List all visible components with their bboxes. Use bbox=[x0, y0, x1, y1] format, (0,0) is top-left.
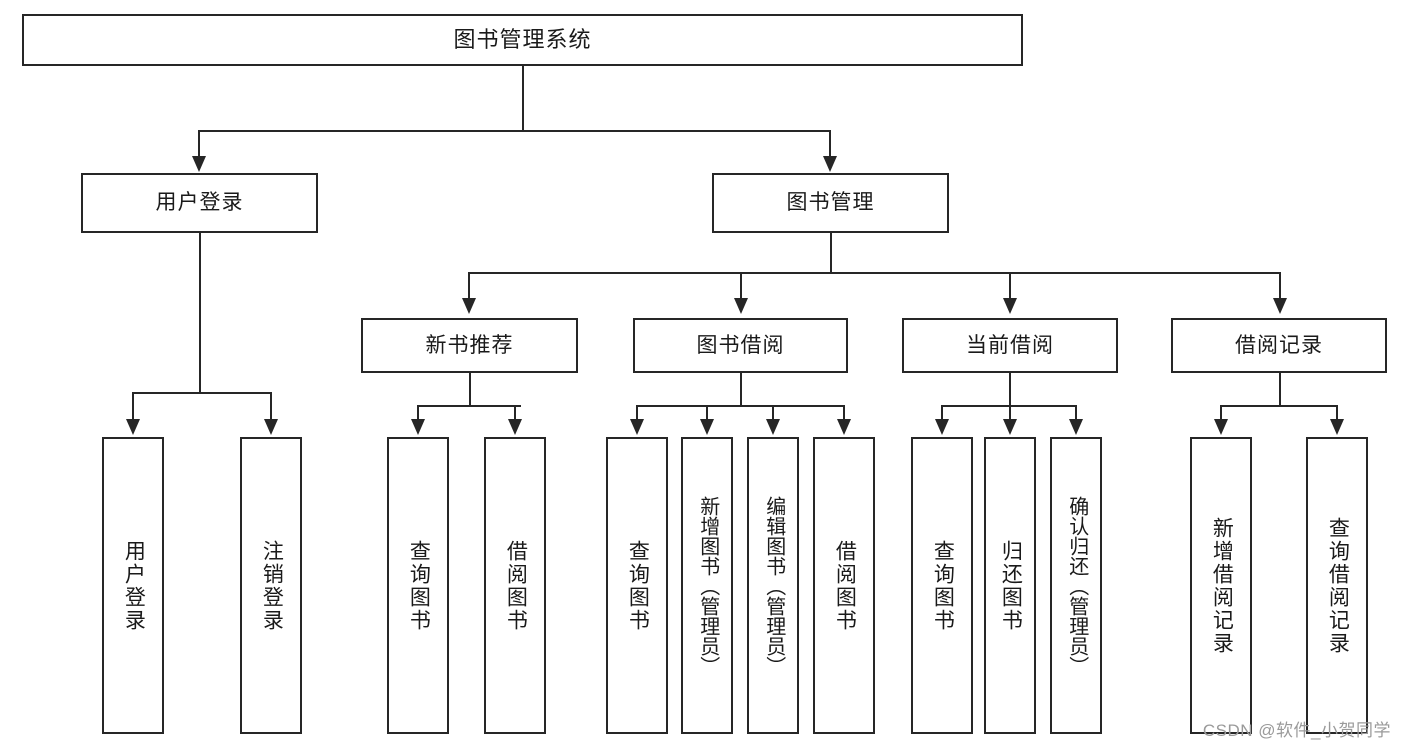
arrow-borrow-to-leaf4 bbox=[837, 419, 851, 435]
edge-recommend-trunk bbox=[469, 373, 471, 406]
node-book-management[interactable]: 图书管理 bbox=[712, 173, 949, 233]
node-new-book-recommend[interactable]: 新书推荐 bbox=[361, 318, 578, 373]
edge-recommend-to-leaf1 bbox=[417, 405, 419, 421]
edge-record-to-leaf2 bbox=[1336, 405, 1338, 421]
arrow-bm-to-recommend bbox=[462, 298, 476, 314]
arrow-bm-to-current bbox=[1003, 298, 1017, 314]
node-leaf-borrow-book-2[interactable]: 借阅图书 bbox=[813, 437, 875, 734]
edge-bm-to-record bbox=[1279, 272, 1281, 300]
edge-bm-to-recommend bbox=[468, 272, 470, 300]
edge-borrow-to-leaf1 bbox=[636, 405, 638, 421]
node-leaf-logout[interactable]: 注销登录 bbox=[240, 437, 302, 734]
edge-user-login-to-leaf2 bbox=[270, 392, 272, 421]
arrow-current-to-leaf3 bbox=[1069, 419, 1083, 435]
edge-user-login-trunk bbox=[199, 233, 201, 393]
node-leaf-add-borrow-record[interactable]: 新增借阅记录 bbox=[1190, 437, 1252, 734]
node-leaf-return-book[interactable]: 归还图书 bbox=[984, 437, 1036, 734]
edge-recommend-bus bbox=[417, 405, 521, 407]
edge-root-to-user-login bbox=[198, 130, 200, 158]
arrow-bm-to-borrow bbox=[734, 298, 748, 314]
edge-user-login-bus bbox=[132, 392, 272, 394]
arrow-user-login-to-leaf1 bbox=[126, 419, 140, 435]
arrow-recommend-to-leaf2 bbox=[508, 419, 522, 435]
node-leaf-query-book-3[interactable]: 查询图书 bbox=[911, 437, 973, 734]
edge-root-bus bbox=[198, 130, 830, 132]
arrow-root-to-user-login bbox=[192, 156, 206, 172]
node-leaf-query-book-2[interactable]: 查询图书 bbox=[606, 437, 668, 734]
edge-root-to-book-manage bbox=[829, 130, 831, 158]
arrow-recommend-to-leaf1 bbox=[411, 419, 425, 435]
edge-current-to-leaf1 bbox=[941, 405, 943, 421]
node-user-login[interactable]: 用户登录 bbox=[81, 173, 318, 233]
node-current-borrow[interactable]: 当前借阅 bbox=[902, 318, 1118, 373]
edge-recommend-to-leaf2 bbox=[514, 405, 516, 421]
node-leaf-query-borrow-record[interactable]: 查询借阅记录 bbox=[1306, 437, 1368, 734]
edge-book-manage-bus bbox=[468, 272, 1280, 274]
arrow-borrow-to-leaf3 bbox=[766, 419, 780, 435]
arrow-user-login-to-leaf2 bbox=[264, 419, 278, 435]
edge-record-trunk bbox=[1279, 373, 1281, 406]
node-root-system[interactable]: 图书管理系统 bbox=[22, 14, 1023, 66]
edge-borrow-to-leaf3 bbox=[772, 405, 774, 421]
edge-root-trunk bbox=[522, 66, 524, 131]
node-borrow-record[interactable]: 借阅记录 bbox=[1171, 318, 1387, 373]
edge-book-manage-trunk bbox=[830, 233, 832, 273]
arrow-record-to-leaf2 bbox=[1330, 419, 1344, 435]
edge-bm-to-borrow bbox=[740, 272, 742, 300]
node-leaf-borrow-book-1[interactable]: 借阅图书 bbox=[484, 437, 546, 734]
node-leaf-user-login[interactable]: 用户登录 bbox=[102, 437, 164, 734]
arrow-current-to-leaf1 bbox=[935, 419, 949, 435]
edge-current-trunk bbox=[1009, 373, 1011, 406]
node-book-borrow[interactable]: 图书借阅 bbox=[633, 318, 848, 373]
edge-current-to-leaf3 bbox=[1075, 405, 1077, 421]
edge-bm-to-current bbox=[1009, 272, 1011, 300]
edge-record-to-leaf1 bbox=[1220, 405, 1222, 421]
node-leaf-confirm-return[interactable]: 确认归还（管理员） bbox=[1050, 437, 1102, 734]
node-leaf-edit-book[interactable]: 编辑图书（管理员） bbox=[747, 437, 799, 734]
node-leaf-add-book[interactable]: 新增图书（管理员） bbox=[681, 437, 733, 734]
arrow-borrow-to-leaf2 bbox=[700, 419, 714, 435]
arrow-root-to-book-manage bbox=[823, 156, 837, 172]
edge-borrow-to-leaf2 bbox=[706, 405, 708, 421]
edge-current-to-leaf2 bbox=[1009, 405, 1011, 421]
edge-borrow-trunk bbox=[740, 373, 742, 406]
node-leaf-query-book-1[interactable]: 查询图书 bbox=[387, 437, 449, 734]
arrow-bm-to-record bbox=[1273, 298, 1287, 314]
edge-borrow-bus bbox=[636, 405, 844, 407]
edge-borrow-to-leaf4 bbox=[843, 405, 845, 421]
arrow-borrow-to-leaf1 bbox=[630, 419, 644, 435]
edge-record-bus bbox=[1220, 405, 1338, 407]
arrow-current-to-leaf2 bbox=[1003, 419, 1017, 435]
arrow-record-to-leaf1 bbox=[1214, 419, 1228, 435]
edge-current-bus bbox=[941, 405, 1076, 407]
edge-user-login-to-leaf1 bbox=[132, 392, 134, 421]
